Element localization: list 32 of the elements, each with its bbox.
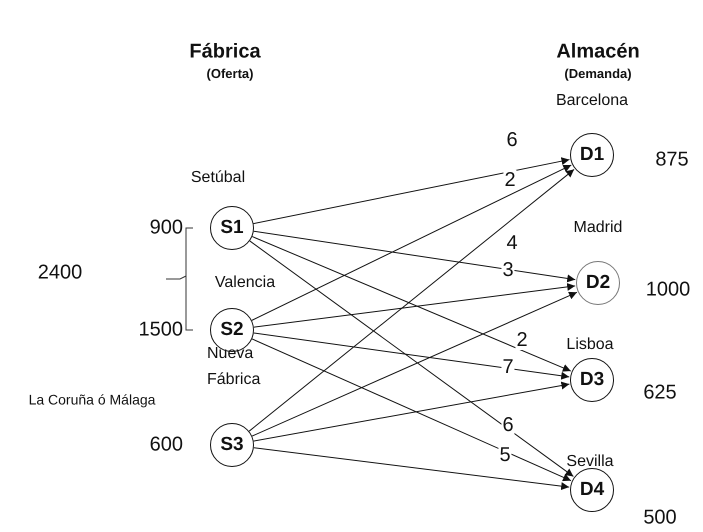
node-annotation: 875 <box>655 148 689 172</box>
node-annotation: 1000 <box>646 278 690 302</box>
node-annotation: Valencia <box>214 273 276 293</box>
total-label: 2400 <box>38 260 82 286</box>
node-annotation: 1500 <box>138 318 183 342</box>
arrow <box>252 292 578 437</box>
arrow <box>253 447 570 490</box>
arrow <box>248 168 575 432</box>
column-heading: Almacén <box>556 40 640 64</box>
arrow <box>251 164 572 321</box>
node-annotation: La Coruña ó Málaga <box>28 391 156 409</box>
arrow <box>249 240 574 477</box>
node-annotation: 625 <box>643 380 677 406</box>
edge-label: 2 <box>515 330 529 350</box>
node-annotation: 600 <box>150 432 183 458</box>
column-heading: (Oferta) <box>206 66 254 82</box>
node-annotation: Madrid <box>574 218 622 238</box>
node-annotation: 500 <box>643 506 677 530</box>
column-heading: Fábrica <box>189 40 261 64</box>
arrow <box>253 332 570 380</box>
arrow <box>253 157 570 224</box>
arrow <box>253 282 576 328</box>
column-heading: (Demanda) <box>564 66 632 82</box>
node-annotation: Lisboa <box>566 335 614 355</box>
edge-label: 6 <box>501 415 515 435</box>
arrow <box>252 236 572 372</box>
node-annotation: Setúbal <box>190 168 246 188</box>
node-annotation: 900 <box>150 216 183 240</box>
arrow <box>253 230 576 282</box>
arrow <box>252 338 572 482</box>
arrow <box>253 382 570 442</box>
node-annotation: Barcelona <box>556 91 628 111</box>
